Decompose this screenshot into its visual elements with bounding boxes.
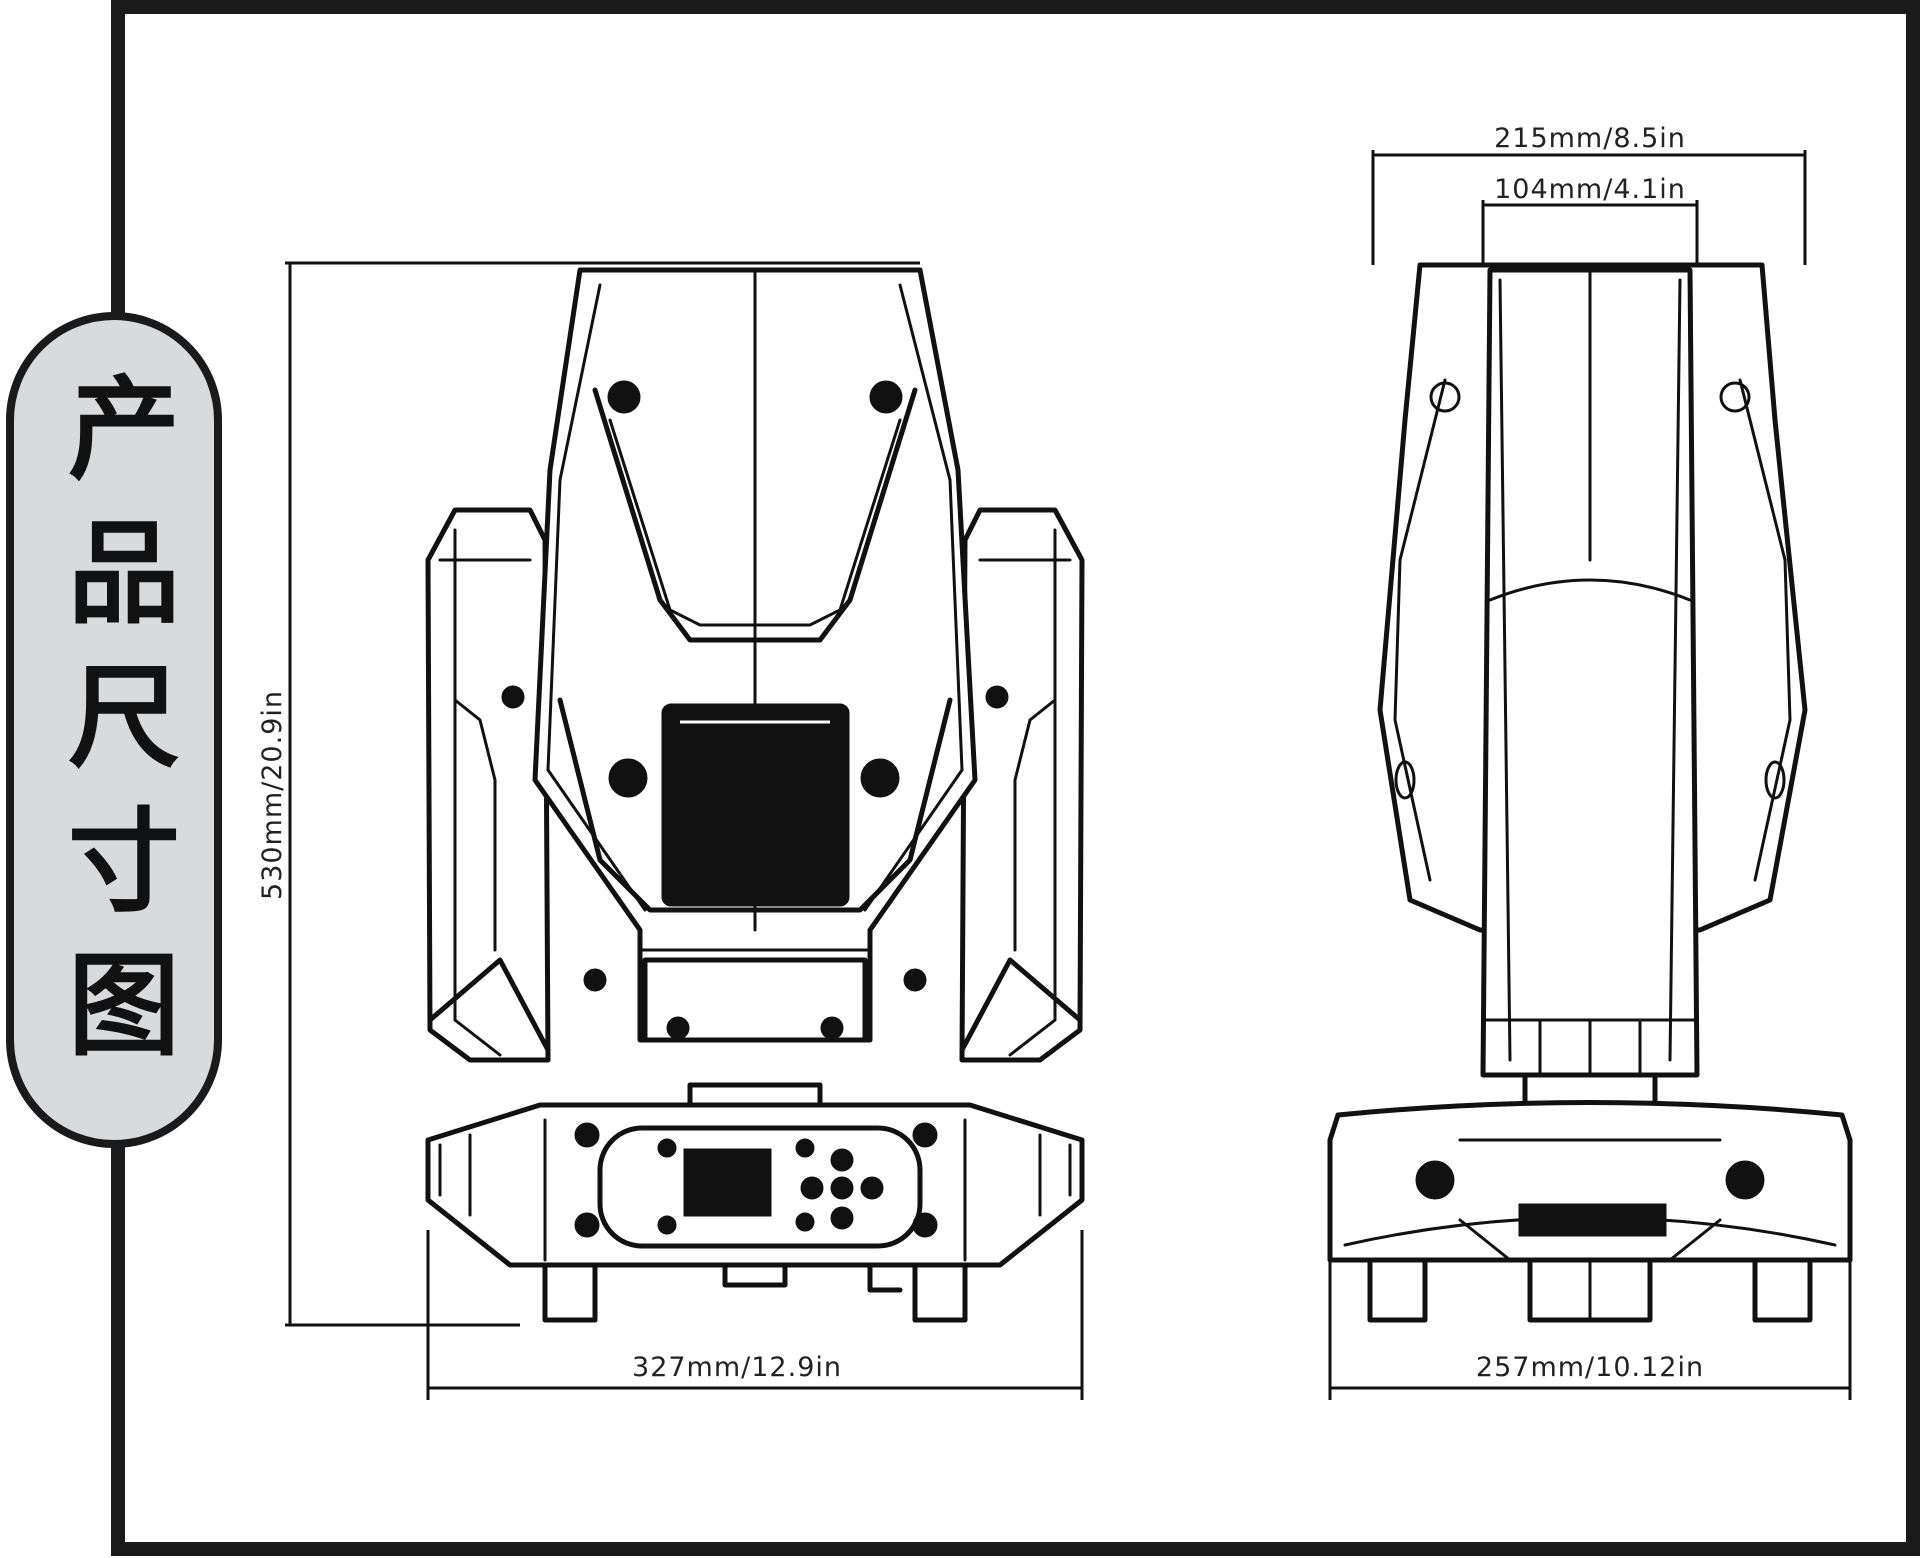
side-top-outer-label: 215mm/8.5in: [1494, 123, 1686, 154]
front-height-label: 530mm/20.9in: [257, 690, 288, 900]
side-view: [1327, 150, 1853, 1400]
page-title: 产品尺寸图: [49, 370, 179, 1090]
front-width-label: 327mm/12.9in: [632, 1352, 842, 1383]
side-top-inner-label: 104mm/4.1in: [1494, 174, 1686, 205]
front-view: [285, 261, 1085, 1400]
side-base-width-label: 257mm/10.12in: [1476, 1352, 1704, 1383]
title-pill: 产品尺寸图: [6, 312, 222, 1148]
